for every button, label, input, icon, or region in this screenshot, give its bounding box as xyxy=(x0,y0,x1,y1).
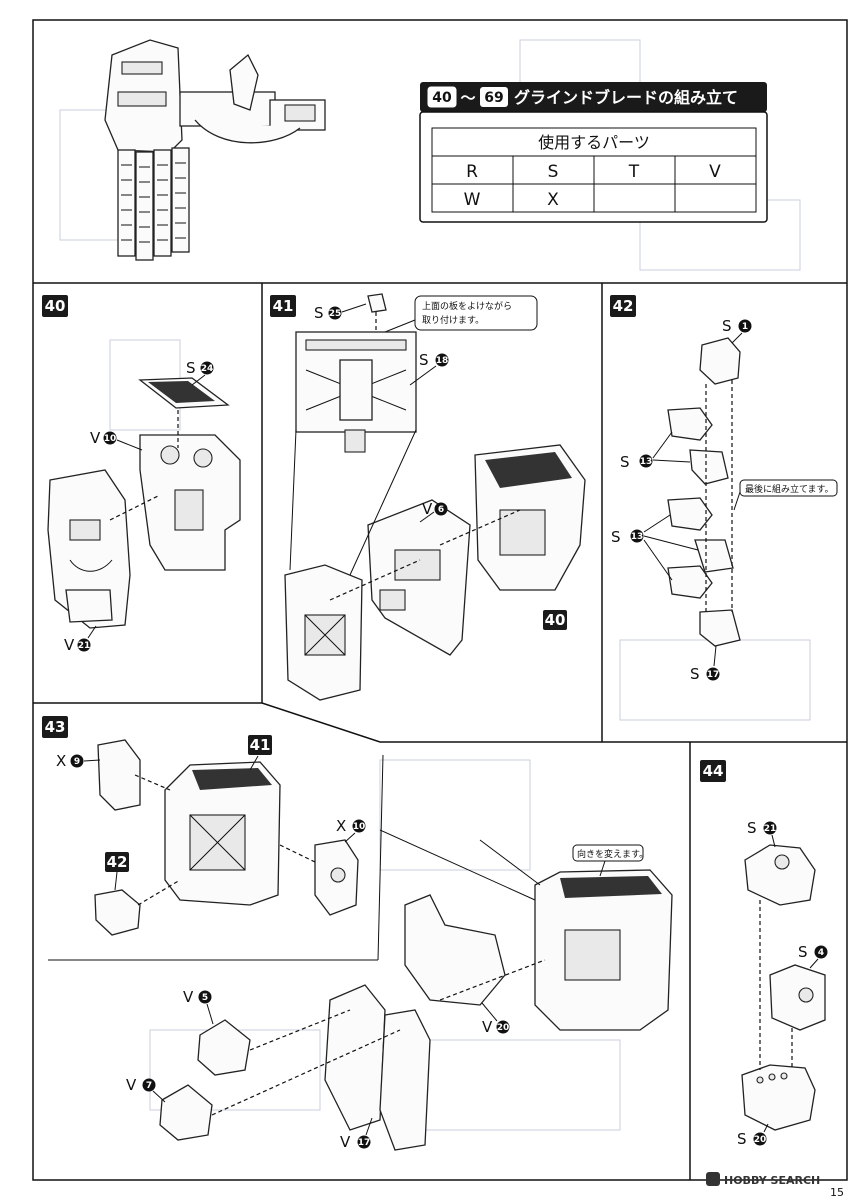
svg-text:13: 13 xyxy=(640,457,653,467)
svg-text:1: 1 xyxy=(742,322,748,332)
watermark: HOBBY SEARCH xyxy=(724,1174,820,1187)
svg-text:S: S xyxy=(798,943,808,961)
grind-blade-assembled-drawing xyxy=(104,39,326,261)
step-44-panel: 44 S 21 S 4 S 20 xyxy=(700,760,828,1148)
step-42-panel: 42 最後に組み立てます。 S 1 S 13 S xyxy=(610,295,838,683)
step-43-note: 向きを変えます。 xyxy=(577,848,648,860)
svg-text:10: 10 xyxy=(104,434,117,444)
part-label-s24: S 24 xyxy=(186,359,214,386)
svg-text:S: S xyxy=(690,665,700,683)
svg-text:S: S xyxy=(314,304,324,322)
part-label-s25: S 25 xyxy=(314,303,367,322)
svg-text:V: V xyxy=(126,1076,137,1094)
step-range-tilde: 〜 xyxy=(460,89,475,107)
part-label-v17: V 17 xyxy=(340,1117,373,1151)
title-banner: 40 〜 69 グラインドブレードの組み立て xyxy=(420,82,767,112)
part-label-s13-b: S 13 xyxy=(611,514,699,581)
part-label-s17: S 17 xyxy=(690,645,720,683)
parts-table: 使用するパーツ R S T V W X xyxy=(419,111,768,223)
svg-text:S: S xyxy=(611,528,621,546)
svg-text:13: 13 xyxy=(631,532,644,542)
part-label-v7: V 7 xyxy=(126,1076,166,1103)
part-label-s4: S 4 xyxy=(798,943,828,969)
step-number: 40 xyxy=(45,297,66,315)
svg-text:V: V xyxy=(183,988,194,1006)
parts-cell: T xyxy=(628,162,640,182)
ref-step-40: 40 xyxy=(545,611,566,629)
svg-text:4: 4 xyxy=(818,948,824,958)
part-label-v6: V 6 xyxy=(419,500,448,523)
step-number: 43 xyxy=(45,718,66,736)
parts-cell: S xyxy=(548,162,559,182)
svg-text:25: 25 xyxy=(329,309,342,319)
svg-text:S: S xyxy=(737,1130,747,1148)
part-label-v21: V 21 xyxy=(64,625,97,654)
step-range-end: 69 xyxy=(484,90,503,106)
part-label-x10: X 10 xyxy=(336,817,366,843)
panel-grid xyxy=(32,19,848,1181)
svg-text:S: S xyxy=(419,351,429,369)
step-number: 42 xyxy=(613,297,634,315)
step-42-note: 最後に組み立てます。 xyxy=(745,483,834,495)
step-number: 41 xyxy=(273,297,294,315)
parts-cell: W xyxy=(464,190,481,210)
svg-text:V: V xyxy=(482,1018,493,1036)
step-41-panel: 41 上面の板をよけながら 取り付けます。 40 xyxy=(270,293,586,701)
svg-text:17: 17 xyxy=(707,670,720,680)
svg-text:S: S xyxy=(620,453,630,471)
page-title: グラインドブレードの組み立て xyxy=(514,88,738,107)
part-label-s1: S 1 xyxy=(722,317,752,344)
svg-text:X: X xyxy=(56,752,66,770)
svg-text:20: 20 xyxy=(754,1135,767,1145)
svg-text:21: 21 xyxy=(78,641,91,651)
svg-text:S: S xyxy=(722,317,732,335)
step-range-start: 40 xyxy=(432,90,452,106)
svg-text:X: X xyxy=(336,817,346,835)
parts-cell: V xyxy=(709,162,721,182)
svg-text:9: 9 xyxy=(74,757,80,767)
svg-text:V: V xyxy=(64,636,75,654)
part-label-s18: S 18 xyxy=(409,351,449,386)
svg-text:10: 10 xyxy=(353,822,366,832)
part-label-v5: V 5 xyxy=(183,988,214,1025)
svg-text:6: 6 xyxy=(438,505,444,515)
svg-text:18: 18 xyxy=(436,356,449,366)
svg-text:20: 20 xyxy=(497,1023,510,1033)
ref-step-41: 41 xyxy=(250,736,271,754)
step-41-note-line2: 取り付けます。 xyxy=(422,315,484,326)
svg-text:24: 24 xyxy=(201,364,214,374)
ref-step-42: 42 xyxy=(107,853,128,871)
part-label-x9: X 9 xyxy=(56,752,101,770)
svg-text:21: 21 xyxy=(764,824,777,834)
svg-text:V: V xyxy=(422,500,433,518)
part-label-v10: V 10 xyxy=(90,429,143,451)
svg-text:V: V xyxy=(340,1133,351,1151)
part-label-v20: V 20 xyxy=(481,1002,510,1036)
svg-text:17: 17 xyxy=(358,1138,371,1148)
parts-cell: X xyxy=(547,190,559,210)
part-label-s21: S 21 xyxy=(747,819,777,848)
parts-heading: 使用するパーツ xyxy=(538,133,650,152)
step-43-panel: 43 向きを変えます。 xyxy=(42,716,673,1151)
part-label-s20: S 20 xyxy=(737,1123,769,1148)
page-number: 15 xyxy=(830,1186,844,1199)
part-label-s13-a: S 13 xyxy=(620,431,691,471)
step-41-note-line1: 上面の板をよけながら xyxy=(422,300,512,312)
svg-text:S: S xyxy=(747,819,757,837)
footer: HOBBY SEARCH 15 xyxy=(706,1172,844,1199)
svg-text:V: V xyxy=(90,429,101,447)
step-40-panel: 40 S 24 V 10 V 21 xyxy=(42,295,241,654)
parts-cell: R xyxy=(466,162,478,182)
svg-text:7: 7 xyxy=(146,1081,152,1091)
svg-text:S: S xyxy=(186,359,196,377)
step-number: 44 xyxy=(703,762,724,780)
svg-text:5: 5 xyxy=(202,993,208,1003)
